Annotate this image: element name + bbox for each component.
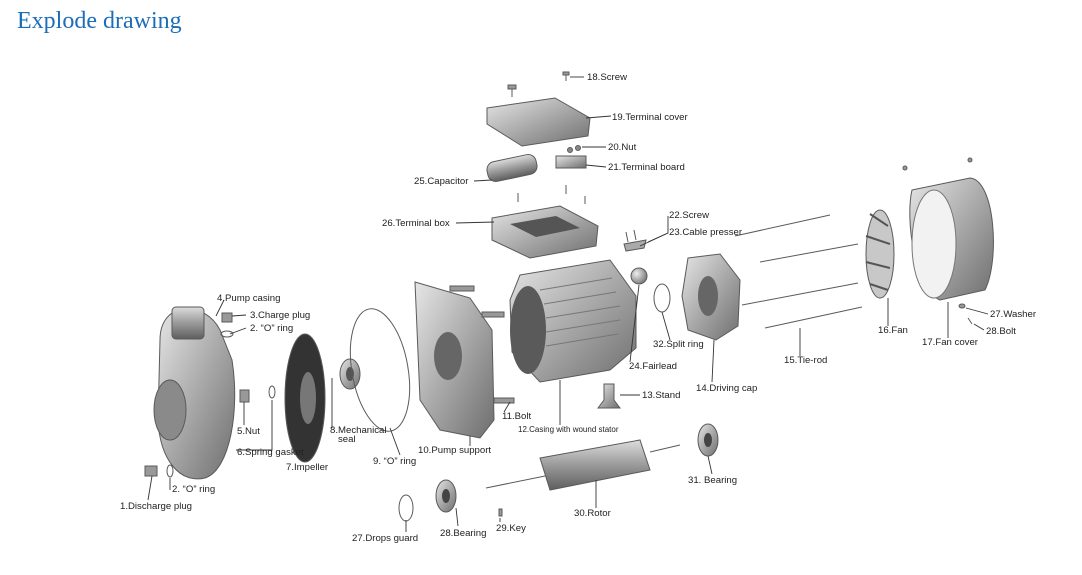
key-part [498,508,503,517]
label-terminal-board: 21.Terminal board [608,162,685,173]
label-tie-rod: 15.Tie-rod [784,355,827,366]
label-fan: 16.Fan [878,325,908,336]
label-spring-gasket: 6.Spring gasket [237,447,304,458]
fan-part [865,209,895,299]
label-mechanical-seal-2: seal [338,434,356,445]
label-pump-casing: 4.Pump casing [217,293,280,304]
page-title: Explode drawing [17,8,182,34]
terminal-box-screws [517,185,586,204]
pump-support-part [414,281,495,439]
label-bearing-31: 31. Bearing [688,475,737,486]
label-screw-18: 18.Screw [587,72,627,83]
label-o-ring-2-upper: 2. “O” ring [250,323,293,334]
label-o-ring-9: 9. “O” ring [373,456,416,467]
washer-bolt-part [902,157,973,325]
label-o-ring-2-lower: 2. “O” ring [172,484,215,495]
label-nut-5: 5.Nut [237,426,260,437]
stator-bolts [449,285,515,404]
label-bolt-28: 28.Bolt [986,326,1016,337]
label-driving-cap: 14.Driving cap [696,383,757,394]
label-drops-guard: 27.Drops guard [352,533,418,544]
label-impeller: 7.Impeller [286,462,329,473]
label-capacitor: 25.Capacitor [414,176,469,187]
stand-part [597,383,621,409]
label-screw-22: 22.Screw [669,210,709,221]
pump-casing-part [153,306,236,480]
tie-rod-part [734,214,863,329]
bearing-right-part [697,423,719,457]
rotor-part [485,439,681,491]
label-nut-20: 20.Nut [608,142,637,153]
bearing-left-part [435,479,457,513]
label-terminal-cover: 19.Terminal cover [612,112,689,123]
terminal-cover-part [486,97,591,147]
label-rotor: 30.Rotor [574,508,612,519]
drops-guard-part [398,494,414,522]
label-charge-plug: 3.Charge plug [250,310,310,321]
label-washer: 27.Washer [990,309,1037,320]
leader-lines [147,76,989,532]
label-bolt-11: 11.Bolt [502,411,531,422]
diagram-canvas: 18.Screw 19.Terminal cover 20.Nut 21.Ter… [120,71,1037,544]
label-split-ring: 32.Split ring [653,339,704,350]
fairlead-part [630,267,648,285]
mechanical-seal-part [339,358,361,390]
label-stator-casing: 12.Casing with wound stator [518,425,619,434]
capacitor-part [486,154,538,182]
label-terminal-box: 26.Terminal box [382,218,450,229]
label-key: 29.Key [496,523,526,534]
screw-part [507,71,570,97]
small-fasteners [144,312,276,478]
cable-presser-part [623,229,647,252]
label-cable-presser: 23.Cable presser [669,227,743,238]
label-discharge-plug: 1.Discharge plug [120,501,192,512]
label-stand: 13.Stand [642,390,680,401]
label-fan-cover: 17.Fan cover [922,337,979,348]
exploded-pump-diagram: 18.Screw 19.Terminal cover 20.Nut 21.Ter… [100,50,1060,565]
terminal-box-part [491,205,599,259]
fan-cover-part [909,177,994,301]
label-fairlead: 24.Fairlead [629,361,677,372]
label-bearing-28: 28.Bearing [440,528,486,539]
driving-cap-part [681,253,741,341]
split-ring-part [653,283,671,313]
label-pump-support: 10.Pump support [418,445,491,456]
stator-casing-part [509,259,637,383]
label-mechanical-seal-1: 8.Mechanical [330,425,387,436]
terminal-board-part [555,145,587,169]
impeller-part [284,333,326,463]
